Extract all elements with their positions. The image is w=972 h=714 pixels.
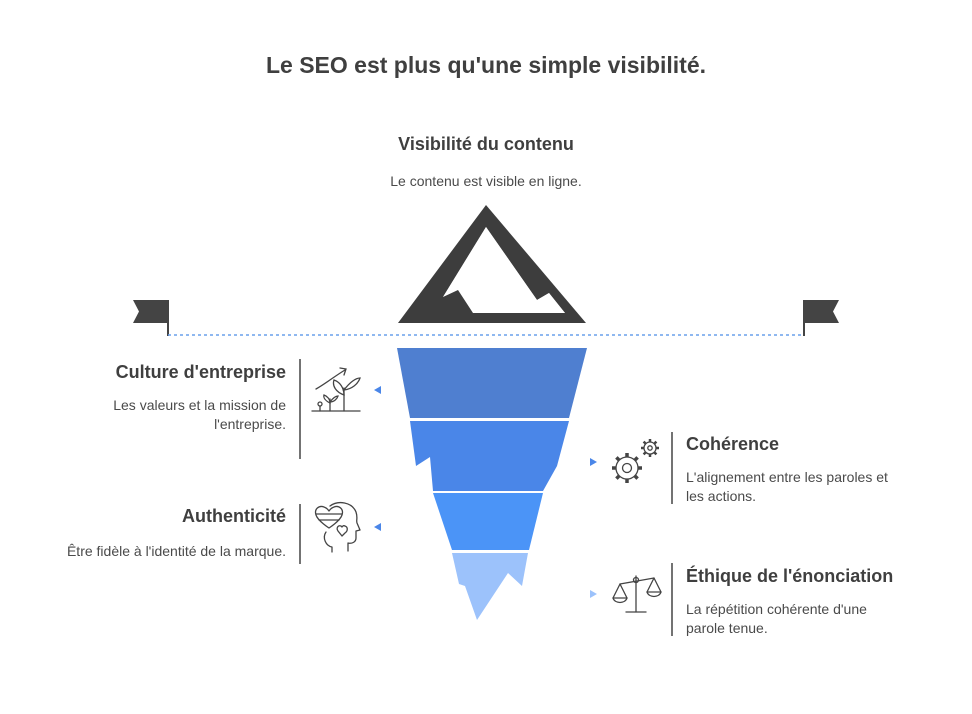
coherence-heading: Cohérence bbox=[686, 434, 780, 454]
layer-coherence bbox=[410, 421, 569, 491]
main-title: Le SEO est plus qu'une simple visibilité… bbox=[265, 52, 707, 78]
culture-description-line-2: l'entreprise. bbox=[214, 416, 286, 432]
authenticite-heading: Authenticité bbox=[181, 506, 286, 526]
coherence-description-line-2: les actions. bbox=[686, 488, 757, 504]
arrow-culture bbox=[374, 386, 381, 394]
layer-culture bbox=[397, 348, 587, 418]
top-heading: Visibilité du contenu bbox=[398, 134, 574, 154]
gears-icon bbox=[612, 439, 659, 483]
culture-description-line-1: Les valeurs et la mission de bbox=[113, 397, 286, 413]
mountain-peak bbox=[398, 205, 586, 323]
right-flag bbox=[803, 300, 839, 336]
ethique-description: La répétition cohérente d'une parole ten… bbox=[686, 600, 926, 638]
authenticite-description: Être fidèle à l'identité de la marque. bbox=[30, 542, 286, 561]
authenticite-description-line-1: Être fidèle à l'identité de la marque. bbox=[66, 543, 286, 559]
growing-plants-icon bbox=[311, 367, 361, 412]
coherence-description: L'alignement entre les paroles et les ac… bbox=[686, 468, 926, 506]
coherence-description-line-1: L'alignement entre les paroles et bbox=[686, 469, 888, 485]
ethique-description-line-1: La répétition cohérente d'une bbox=[686, 601, 867, 617]
culture-heading: Culture d'entreprise bbox=[115, 362, 286, 382]
arrow-ethique bbox=[590, 590, 597, 598]
culture-description: Les valeurs et la mission de l'entrepris… bbox=[60, 396, 286, 434]
layer-ethique bbox=[452, 553, 528, 620]
arrow-coherence bbox=[590, 458, 597, 466]
ethique-heading: Éthique de l'énonciation bbox=[686, 566, 894, 586]
arrow-authenticite bbox=[374, 523, 381, 531]
layer-authenticite bbox=[433, 493, 543, 550]
ethique-description-line-2: parole tenue. bbox=[686, 620, 768, 636]
balance-scale-icon bbox=[612, 575, 662, 613]
heart-head-icon bbox=[314, 501, 361, 553]
left-flag bbox=[133, 300, 169, 336]
top-description: Le contenu est visible en ligne. bbox=[390, 173, 582, 189]
